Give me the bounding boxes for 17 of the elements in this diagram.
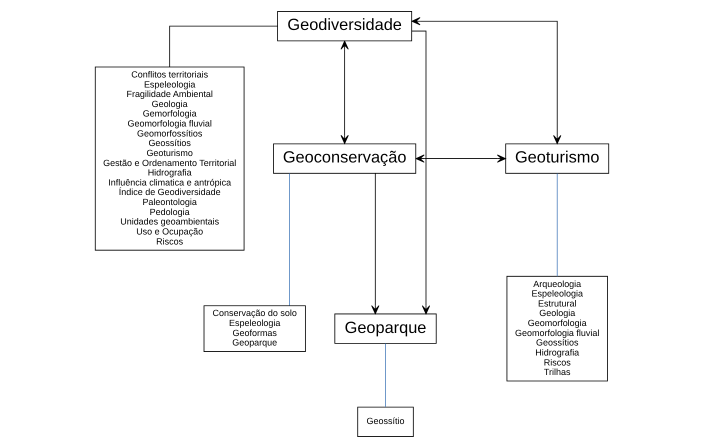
node-box: Geodiversidade <box>277 11 412 42</box>
node-box: Conservação do solo Espeleologia Geoformas Geoparque <box>204 305 306 352</box>
arrow <box>371 172 380 314</box>
node-box: Geoparque <box>334 314 437 344</box>
arrow <box>340 40 349 144</box>
connector <box>169 26 278 68</box>
node-box: Arqueologia Espeleologia Estrutural Geologia Geomorfologia Geomorfologia fluvial Geossítios Hidrografia Riscos Trilhas <box>506 276 608 382</box>
node-box: Conflitos territoriais Espeleologia Fragilidade Ambiental Geologia Gemorfologia Geomorfologia fluvial Geomorfossítios Geossítios Geoturismo Gestão e Ordenamento Territorial Hidrografia Influência climatica e antrópica Índice de Geodiversidade Paleontologia Pedologia Unidades geoambientais Uso e Ocupação Riscos <box>94 66 244 251</box>
connector <box>385 343 386 408</box>
node-box: Geossítio <box>357 406 414 437</box>
arrow <box>412 17 562 144</box>
node-box: Geoturismo <box>505 143 610 174</box>
arrow <box>416 154 506 163</box>
connector <box>556 172 558 277</box>
arrow <box>411 30 430 314</box>
node-box: Geoconservação <box>273 143 416 174</box>
connector <box>289 172 290 306</box>
